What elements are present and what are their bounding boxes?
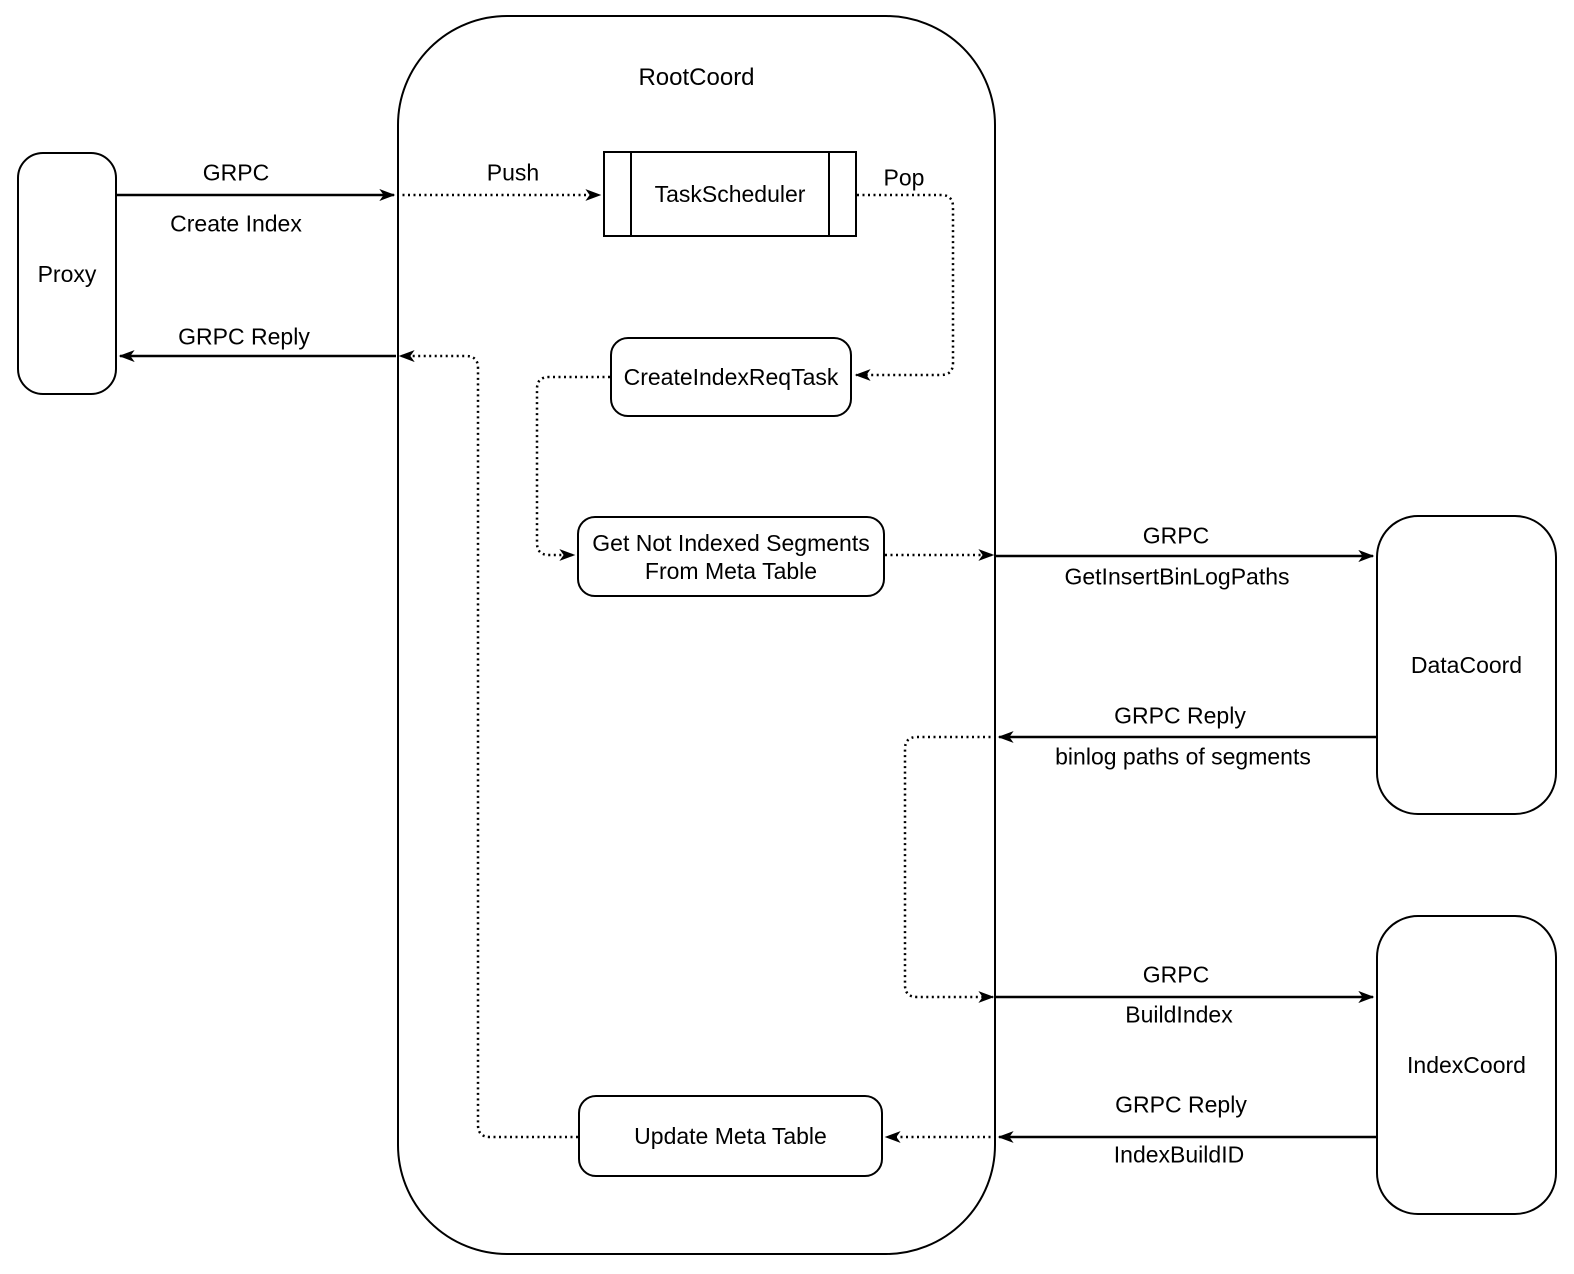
- edge-updatemeta-to-reply: [398, 350, 578, 1139]
- node-proxy-label: Proxy: [37, 260, 97, 287]
- node-indexcoord-label: IndexCoord: [1407, 1052, 1526, 1078]
- node-updatemeta-label: Update Meta Table: [634, 1123, 827, 1149]
- node-proxy: Proxy: [17, 152, 117, 395]
- label-grpc-create-index-1: GRPC: [200, 159, 272, 187]
- edge-binlog-to-buildindex: [903, 735, 996, 1003]
- node-rootcoord-label: RootCoord: [638, 64, 755, 91]
- label-grpc-create-index-2: Create Index: [168, 210, 304, 238]
- label-grpc-reply-binlog-1: GRPC Reply: [1112, 702, 1248, 730]
- label-grpc-reply-indexbuildid-2: IndexBuildID: [1111, 1141, 1247, 1169]
- node-getnotindexed-label-line1: Get Not Indexed Segments: [592, 529, 870, 556]
- node-taskscheduler: TaskScheduler: [603, 151, 857, 237]
- node-createindexreqtask-label: CreateIndexReqTask: [623, 364, 839, 390]
- queue-bar-right: [828, 153, 830, 235]
- label-grpc-buildindex-1: GRPC: [1140, 961, 1212, 989]
- node-indexcoord: IndexCoord: [1376, 915, 1557, 1215]
- edge-pop: [854, 193, 955, 381]
- node-getnotindexed: Get Not Indexed Segments From Meta Table: [577, 516, 885, 597]
- label-grpc-reply-indexbuildid-1: GRPC Reply: [1113, 1091, 1249, 1119]
- label-grpc-getinsert-1: GRPC: [1140, 522, 1212, 550]
- label-grpc-reply-binlog-2: binlog paths of segments: [1053, 743, 1313, 771]
- label-grpc-reply-proxy: GRPC Reply: [176, 323, 312, 351]
- label-push: Push: [484, 159, 542, 187]
- node-taskscheduler-label: TaskScheduler: [654, 181, 806, 207]
- node-createindexreqtask: CreateIndexReqTask: [610, 337, 852, 417]
- edge-reqtask-to-getsegments: [535, 375, 610, 561]
- node-getnotindexed-label-line2: From Meta Table: [644, 557, 818, 584]
- node-datacoord-label: DataCoord: [1410, 652, 1523, 678]
- node-datacoord: DataCoord: [1376, 515, 1557, 815]
- label-pop: Pop: [881, 164, 927, 192]
- label-grpc-getinsert-2: GetInsertBinLogPaths: [1062, 563, 1292, 591]
- node-rootcoord: [397, 15, 996, 1255]
- queue-bar-left: [630, 153, 632, 235]
- label-grpc-buildindex-2: BuildIndex: [1123, 1001, 1235, 1029]
- node-updatemeta: Update Meta Table: [578, 1095, 883, 1177]
